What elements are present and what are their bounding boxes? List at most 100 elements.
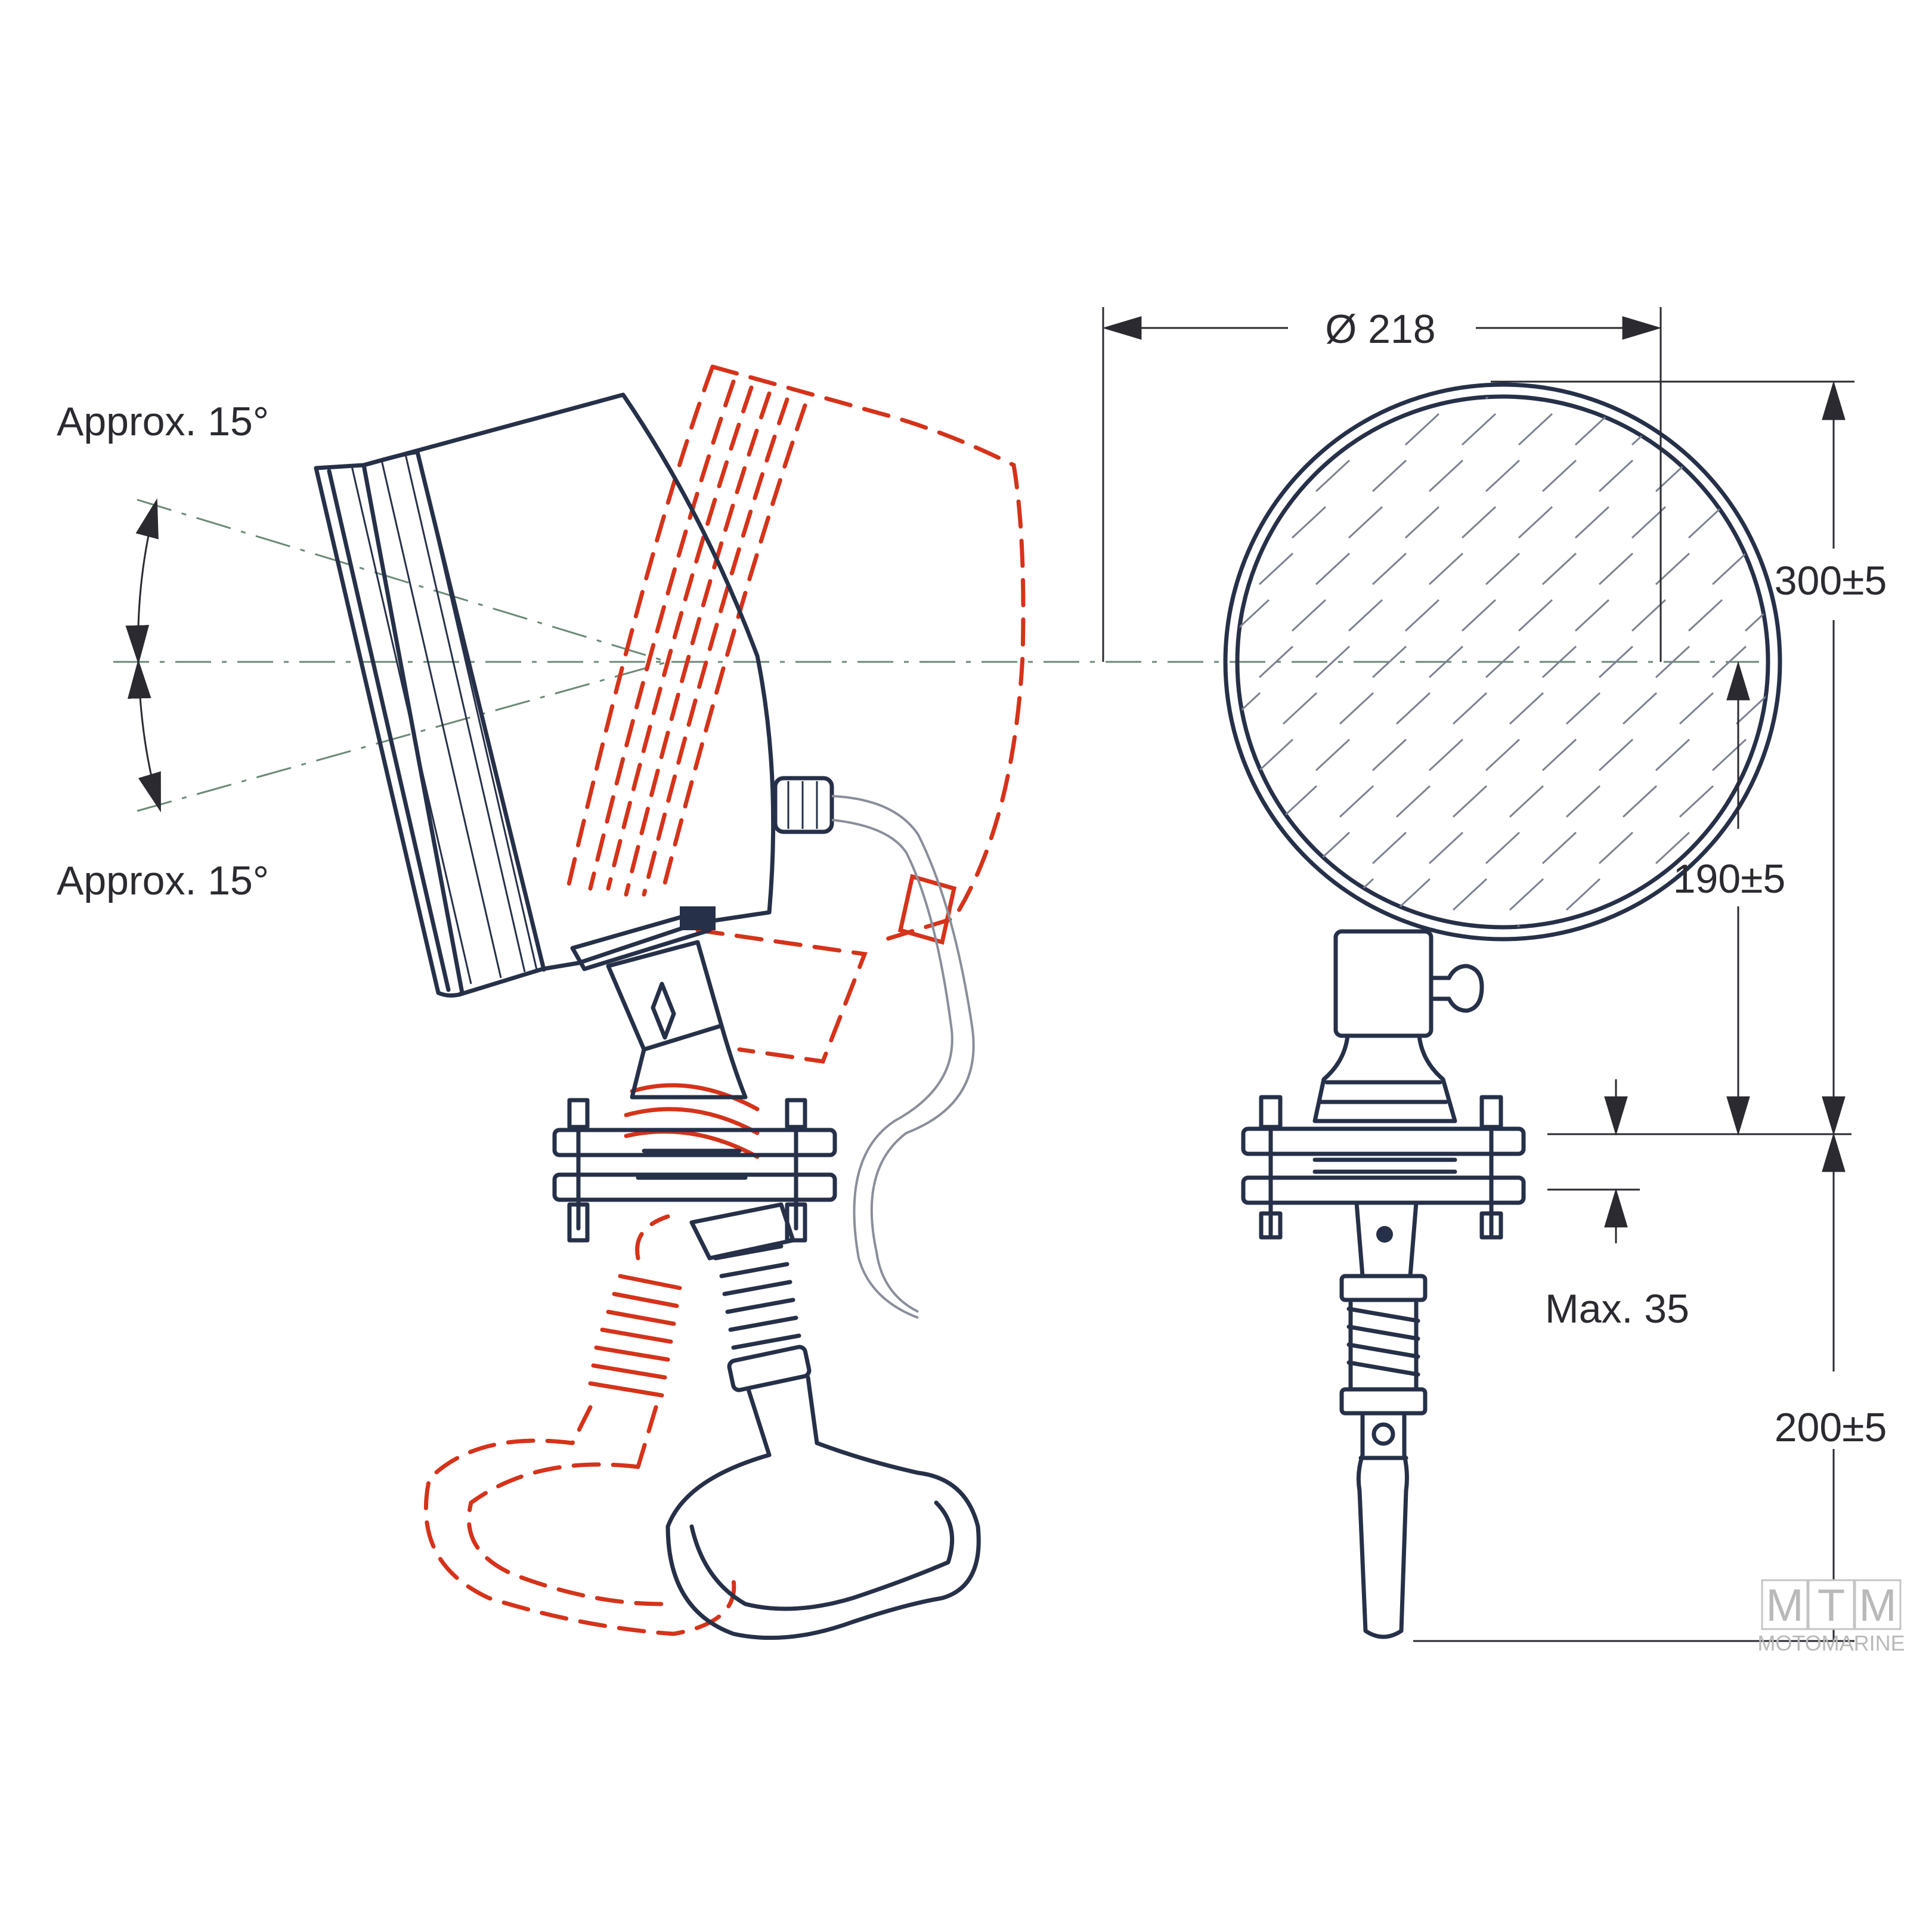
bolt-head-right-top xyxy=(785,1098,807,1129)
lens-hatch-stroke xyxy=(1711,552,1747,586)
lens-hatch-stroke xyxy=(1826,367,1859,398)
max-clamp-label: Max. 35 xyxy=(1545,1286,1689,1332)
lens-hatch-stroke xyxy=(1518,506,1553,539)
lens-hatch-stroke xyxy=(1428,459,1464,493)
lens-hatch-stroke xyxy=(1170,693,1203,724)
lens-hatch-stroke xyxy=(1655,924,1690,927)
lens-hatch-stroke xyxy=(1850,786,1883,817)
yoke-bolt xyxy=(680,906,716,930)
lens-hatch-stroke xyxy=(1509,692,1544,725)
logo-letter-1: M xyxy=(1766,1580,1803,1631)
lens-hatch-stroke xyxy=(1170,786,1203,817)
lens-hatch-stroke xyxy=(1711,924,1747,927)
lens-hatch-stroke xyxy=(1428,645,1464,679)
lens-hatch-stroke xyxy=(1769,460,1803,491)
lens-hatch-stroke xyxy=(1826,460,1859,491)
lens-hatch-stroke xyxy=(1395,878,1431,911)
alternate-handle-grip xyxy=(423,1438,736,1636)
alternate-lamp-rim xyxy=(564,364,715,897)
lens-hatch-stroke xyxy=(1339,692,1374,725)
lens-hatch-stroke xyxy=(1237,692,1261,725)
lens-hatch-stroke xyxy=(1850,693,1883,724)
lens-hatch-stroke xyxy=(1688,506,1723,539)
lens-hatch-stroke xyxy=(1622,692,1658,725)
lens-hatch-stroke xyxy=(1122,600,1156,631)
lens-hatch-stroke xyxy=(1826,925,1859,956)
handle-ferrule xyxy=(727,1345,812,1392)
neck-cone-front xyxy=(1312,1033,1457,1123)
lens-hatch-stroke xyxy=(1258,552,1294,586)
lens-hatch-stroke xyxy=(1371,831,1407,865)
lens-hatch-stroke xyxy=(1203,739,1236,770)
lens-hatch-stroke xyxy=(1735,692,1768,725)
lens-hatch-stroke xyxy=(1146,460,1179,491)
lamp-rim-line-1 xyxy=(327,469,451,992)
lens-hatch-stroke xyxy=(1339,785,1374,818)
front-bolt-head-left xyxy=(1259,1095,1283,1129)
lamp-yoke-side xyxy=(570,906,748,1100)
lens-hatch-stroke xyxy=(1541,645,1577,679)
lens-hatch-stroke xyxy=(1291,506,1327,539)
lamp-neck-front xyxy=(1312,929,1484,1123)
front-view xyxy=(1122,367,1883,1639)
lens-hatch-stroke xyxy=(1395,785,1431,818)
handle-grip-inner xyxy=(689,1500,955,1611)
tilt-up-axis-line xyxy=(137,499,668,663)
logo-box-1 xyxy=(1761,1579,1809,1630)
lens-hatch-stroke xyxy=(1315,397,1351,400)
neck-cone xyxy=(630,1023,748,1100)
lens-hatch-stroke xyxy=(1179,600,1212,631)
lens-hatch-stroke xyxy=(1395,692,1431,725)
lens-hatch-stroke xyxy=(1744,413,1768,446)
lens-hatch-stroke xyxy=(1146,832,1179,863)
lens-hatch-stroke xyxy=(1452,785,1488,818)
lens-hatch-stroke xyxy=(1598,645,1634,679)
lens-hatch-stroke xyxy=(1146,739,1179,770)
lens-hatch-stroke xyxy=(1203,553,1236,584)
lens-hatch-stroke xyxy=(1461,506,1497,539)
lens-hatch-stroke xyxy=(1404,506,1440,539)
clamp-side xyxy=(552,1098,837,1243)
lens-hatch-stroke xyxy=(1574,599,1610,632)
power-cable xyxy=(831,795,975,1313)
lens-hatch-stroke xyxy=(1258,924,1294,927)
stem-spring xyxy=(1346,1301,1420,1392)
lens-hatch-stroke xyxy=(1826,646,1859,677)
lens-hatch-stroke xyxy=(1793,879,1826,910)
tilt-up-label: Approx. 15° xyxy=(57,399,269,444)
lens-hatch-stroke xyxy=(1404,599,1440,632)
brand-logo: M T M MOTOMARINE xyxy=(1757,1579,1905,1655)
tilt-down-label: Approx. 15° xyxy=(57,858,269,903)
side-view xyxy=(113,364,1759,1640)
lens-hatch-stroke xyxy=(1655,831,1690,865)
lamp-head-housing xyxy=(361,392,776,997)
lamp-rim-line-3 xyxy=(380,460,502,979)
lens-hatch-stroke xyxy=(1452,878,1488,911)
lens-hatch-stroke xyxy=(1793,693,1826,724)
lens-hatch-stroke xyxy=(1509,785,1544,818)
lens-hatch-stroke xyxy=(1485,645,1521,679)
lens-hatch-stroke xyxy=(1769,367,1803,398)
lens-hatch-stroke xyxy=(1461,413,1497,446)
logo-letter-2: T xyxy=(1818,1580,1845,1631)
lower-clamp-plate xyxy=(552,1172,837,1202)
lamp-front-rim xyxy=(314,463,465,998)
front-nut-right xyxy=(1479,1211,1503,1240)
lens-hatch-stroke xyxy=(1622,785,1658,818)
lens-hatch-stroke xyxy=(1348,599,1383,632)
lens-hatch-stroke xyxy=(1793,786,1826,817)
lens-hatch-stroke xyxy=(1146,925,1179,956)
lens-hatch-stroke xyxy=(1258,397,1294,400)
power-cable-outer xyxy=(831,819,953,1319)
lens-hatch-stroke xyxy=(1315,459,1351,493)
lens-hatch-stroke xyxy=(1237,599,1270,632)
lens-hatch-stroke xyxy=(1518,599,1553,632)
lens-hatch-stroke xyxy=(1711,738,1747,772)
lens-hatch-stroke xyxy=(1203,367,1236,398)
lens-hatch-stroke xyxy=(1679,692,1714,725)
lens-hatch-stroke xyxy=(1203,925,1236,956)
dimensions: Approx. 15° Approx. 15° Ø 218 300±5 190±… xyxy=(57,306,1887,1642)
lens-hatch-stroke xyxy=(1826,832,1859,863)
lens-hatch-stroke xyxy=(1598,924,1634,927)
